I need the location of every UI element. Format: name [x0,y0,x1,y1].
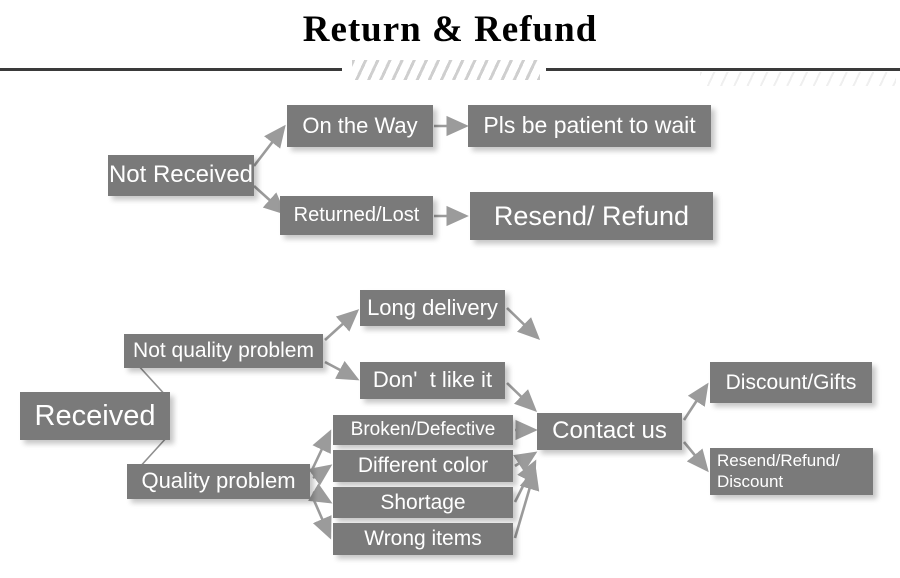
node-contact-us[interactable]: Contact us [537,413,682,450]
node-not-quality-problem[interactable]: Not quality problem [124,334,323,368]
node-on-the-way[interactable]: On the Way [287,105,433,147]
node-resend-refund-discount[interactable]: Resend/Refund/ Discount [710,448,873,495]
node-discount-gifts[interactable]: Discount/Gifts [710,362,872,403]
node-dont-like-it[interactable]: Don' t like it [360,362,505,399]
node-received[interactable]: Received [20,392,170,440]
node-quality-problem[interactable]: Quality problem [127,464,310,499]
divider-line-right [546,68,900,71]
node-resend-refund[interactable]: Resend/ Refund [470,192,713,240]
node-wrong-items[interactable]: Wrong items [333,523,513,555]
divider-hatch-ornament [352,60,540,80]
node-returned-lost[interactable]: Returned/Lost [280,196,433,235]
node-broken-defective[interactable]: Broken/Defective [333,415,513,445]
page-title: Return & Refund [302,9,598,50]
node-different-color[interactable]: Different color [333,450,513,482]
divider-line-left [0,68,342,71]
node-pls-be-patient-to-wait[interactable]: Pls be patient to wait [468,105,711,147]
node-not-received[interactable]: Not Received [108,155,254,196]
divider-faint-ornament [700,72,896,86]
node-long-delivery[interactable]: Long delivery [360,290,505,326]
node-shortage[interactable]: Shortage [333,487,513,518]
